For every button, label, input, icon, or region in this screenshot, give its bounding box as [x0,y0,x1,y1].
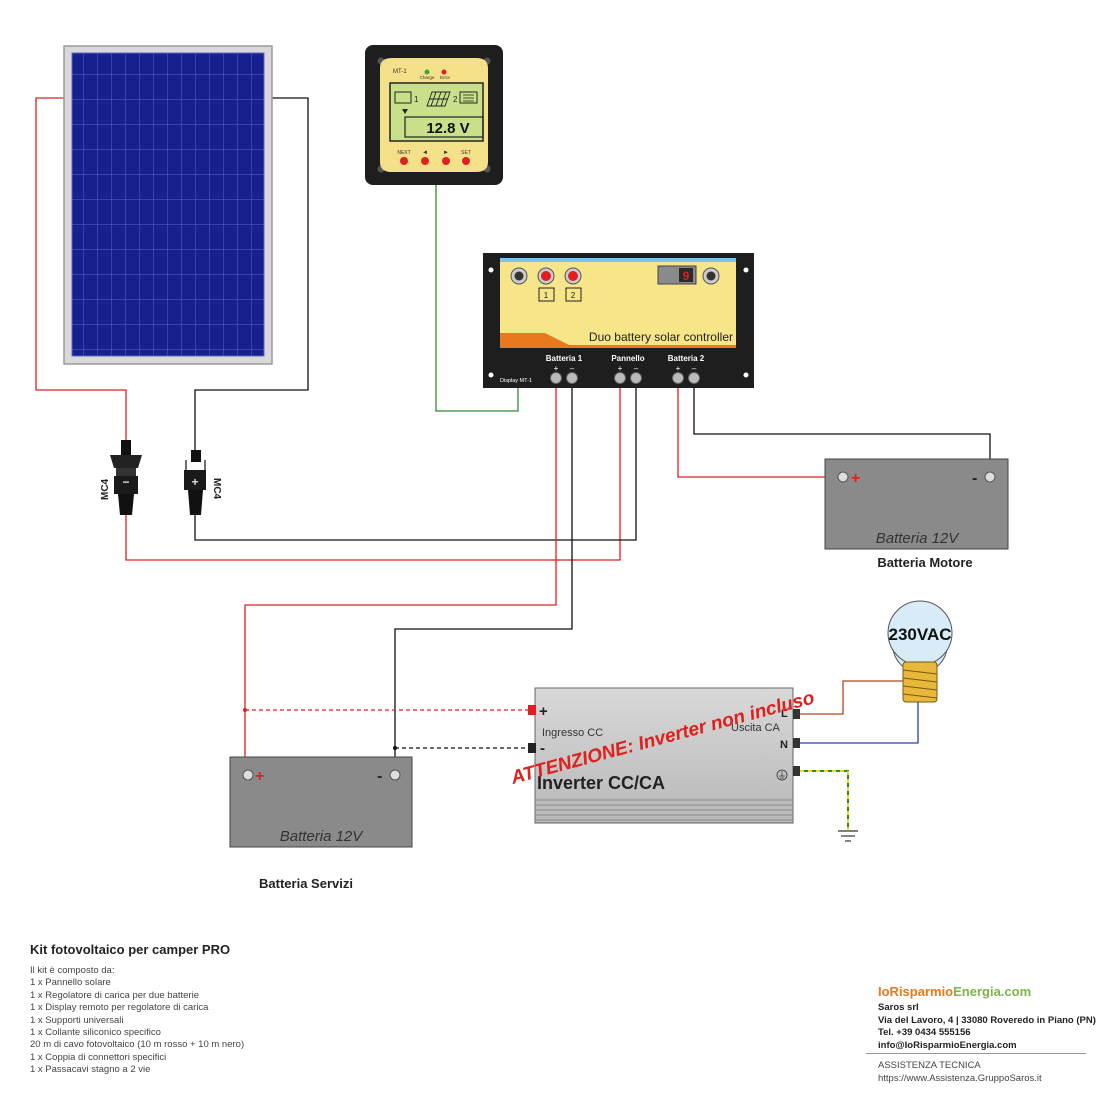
controller-pv-plus: + [618,364,623,373]
battery-motore-plus: + [851,470,860,487]
battery-servizi [229,756,413,848]
battery-servizi-caption: Batteria Servizi [259,876,353,891]
company-email[interactable]: info@IoRisparmioEnergia.com [878,1039,1017,1051]
divider [866,1053,1086,1054]
display-led-charge-label: Charge [420,75,435,80]
mc4-connector-female: − [110,440,142,515]
inverter-output-label: Uscita CA [731,722,781,734]
inverter-minus-label: - [540,740,545,757]
wires [35,97,991,842]
svg-text:−: − [122,475,129,489]
display-voltage-reading: 12.8 V [426,120,469,137]
wire-output-N [793,700,919,744]
battery-motore [824,458,1009,550]
display-led-error-label: Error [440,75,451,80]
kit-item: 1 x Regolatore di carica per due batteri… [30,989,199,1001]
wire-mc4-black [194,385,637,541]
wire-battery2-negative [693,385,991,477]
wire-ground [800,770,849,830]
inverter-title: Inverter CC/CA [537,773,665,793]
battery-servizi-plus: + [255,768,264,785]
wire-panel-negative [194,97,309,455]
kit-title: Kit fotovoltaico per camper PRO [30,942,231,957]
inverter-plus-label: + [539,703,548,720]
kit-item: 1 x Passacavi stagno a 2 vie [30,1064,151,1076]
controller-title: Duo battery solar controller [589,330,733,344]
controller-b1-plus: + [554,364,559,373]
remote-display [365,45,503,185]
kit-item: 20 m di cavo fotovoltaico (10 m rosso + … [30,1039,245,1051]
assist-info: ASSISTENZA TECNICA https://www.Assistenz… [878,1060,1042,1085]
battery-motore-label: Batteria 12V [876,530,961,547]
brand-logo-text[interactable]: IoRisparmioEnergia.com [878,984,1031,999]
display-next-button-label: NEXT [397,150,410,156]
kit-item: 1 x Coppia di connettori specifici [30,1051,167,1063]
display-bat2-label: 2 [453,95,458,104]
wire-mc4-red [125,385,621,561]
brand-part1: IoRisparmio [878,984,954,999]
brand-part2: Energia [953,984,1001,999]
battery-servizi-label: Batteria 12V [280,828,365,845]
battery-motore-minus: - [972,470,977,487]
charge-controller [483,253,754,388]
kit-item: 1 x Collante siliconico specifico [30,1027,161,1039]
controller-bat2-label: 2 [571,291,576,300]
kit-list: Il kit è composto da: 1 x Pannello solar… [30,965,244,1077]
battery-servizi-minus: - [377,768,382,785]
wire-battery2-positive [677,385,850,478]
svg-text:+: + [191,475,198,489]
kit-intro: Il kit è composto da: [30,965,115,976]
wire-panel-positive [35,97,127,455]
assist-title: ASSISTENZA TECNICA [878,1060,981,1071]
inverter [528,687,800,824]
controller-pannello-label: Pannello [611,354,644,363]
lamp-230vac [887,600,953,703]
controller-pv-minus: – [634,364,639,373]
wire-battery1-positive [244,385,557,775]
mc4-connector-male: + [184,450,206,515]
controller-b2-plus: + [676,364,681,373]
display-model-label: MT-1 [393,69,407,75]
controller-display-port-label: Display MT-1 [500,378,532,384]
controller-batteria2-label: Batteria 2 [668,354,705,363]
display-right-button-label: ► [443,150,449,156]
solar-panel [63,45,273,365]
wire-battery1-negative [394,385,573,775]
controller-b2-minus: – [692,364,697,373]
company-name: Saros srl [878,1002,919,1013]
kit-item: 1 x Display remoto per regolatore di car… [30,1002,209,1014]
assist-url[interactable]: https://www.Assistenza.GruppoSaros.it [878,1072,1042,1084]
display-bat1-label: 1 [414,95,419,104]
inverter-N-label: N [780,739,788,751]
wire-display [435,183,519,412]
controller-b1-minus: – [570,364,575,373]
mc4-left-label: MC4 [100,478,111,500]
display-left-button-label: ◄ [422,150,428,156]
inverter-L-label: L [781,708,788,720]
inverter-input-label: Ingresso CC [542,727,603,739]
company-tel: Tel. +39 0434 555156 [878,1027,971,1038]
wire-output-L [793,680,912,715]
kit-item: 1 x Pannello solare [30,977,111,989]
controller-batteria1-label: Batteria 1 [546,354,583,363]
lamp-label: 230VAC [889,625,952,644]
controller-digit-readout: 9 [683,269,690,283]
kit-item: 1 x Supporti universali [30,1014,124,1026]
ground-symbol [838,830,858,842]
battery-motore-caption: Batteria Motore [877,555,972,570]
mc4-right-label: MC4 [211,478,222,500]
company-info: Saros srl Via del Lavoro, 4 | 33080 Rove… [878,1002,1096,1052]
display-set-button-label: SET [461,150,471,156]
brand-part3: .com [1000,984,1032,999]
controller-bat1-label: 1 [544,291,549,300]
company-address: Via del Lavoro, 4 | 33080 Roveredo in Pi… [878,1014,1096,1026]
